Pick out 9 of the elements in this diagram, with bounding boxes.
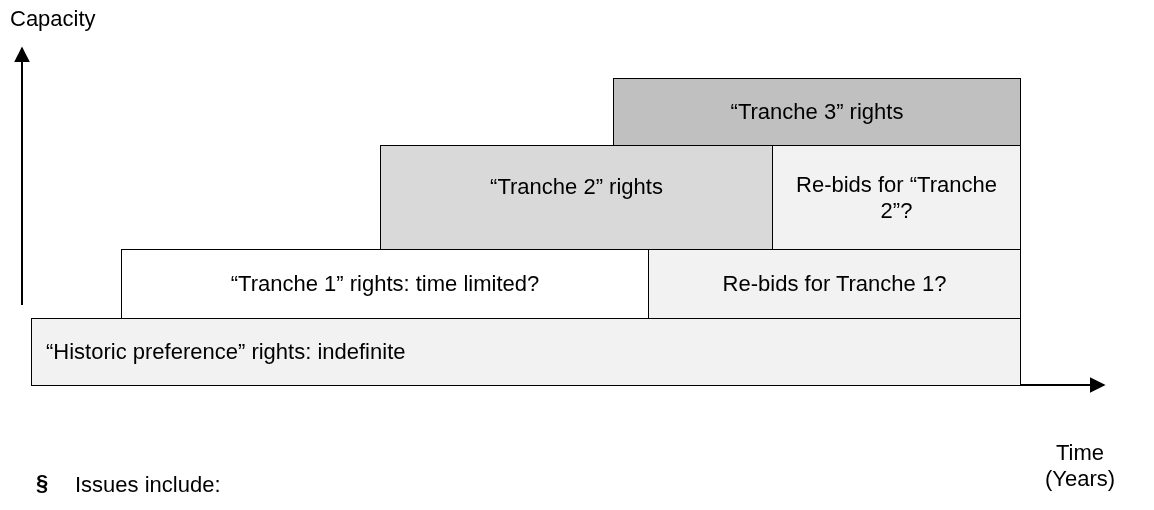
tranche-box: “Tranche 2” rights	[380, 145, 773, 250]
bullet-text: Issues include:	[75, 472, 221, 498]
axis-label: Capacity	[10, 6, 96, 32]
rebid-box: Re-bids for “Tranche 2”?	[772, 145, 1021, 250]
historic-rights-box: “Historic preference” rights: indefinite	[31, 318, 1021, 386]
tranche-box: “Tranche 3” rights	[613, 78, 1021, 146]
bullet-symbol: §	[36, 470, 49, 496]
rebid-box: Re-bids for Tranche 1?	[648, 249, 1021, 319]
axis-label: Time (Years)	[1043, 440, 1117, 492]
